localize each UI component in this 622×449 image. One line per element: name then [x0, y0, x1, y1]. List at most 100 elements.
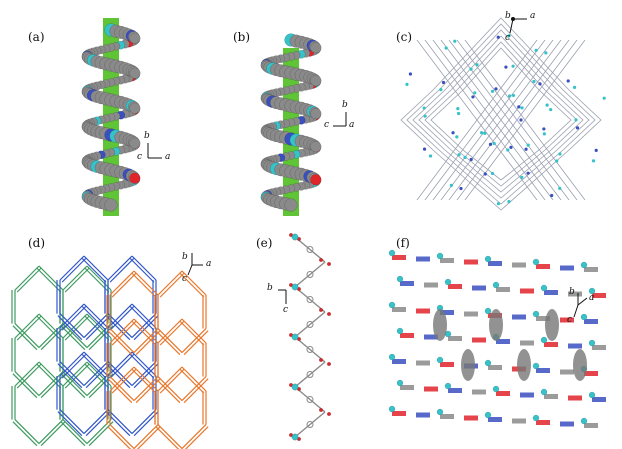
packing-metal	[444, 278, 452, 286]
packing-block	[560, 265, 574, 271]
chain-metal	[291, 233, 299, 241]
chain-oxygen	[326, 261, 332, 267]
net-strut	[133, 366, 159, 392]
packing-block	[536, 368, 550, 373]
helix-atom	[104, 198, 118, 212]
packing-block	[560, 421, 574, 427]
net-strut	[88, 373, 114, 399]
net-strut	[59, 361, 85, 387]
panel-c-axis-triad	[509, 18, 527, 34]
net-strut	[131, 272, 157, 298]
chain-bond	[294, 311, 326, 338]
packing-metal	[540, 284, 548, 292]
net-strut	[111, 272, 137, 298]
net-strut	[136, 426, 161, 449]
net-strut	[157, 270, 183, 296]
packing-block	[568, 343, 582, 349]
panel-a-label: (a)	[28, 30, 45, 44]
net-strut	[157, 328, 183, 354]
packing-metal	[580, 261, 588, 269]
net-strut	[109, 257, 135, 283]
packing-block	[440, 362, 454, 367]
panel-b-axis-b: b	[342, 100, 348, 110]
net-strut	[88, 421, 114, 447]
packing-block	[416, 256, 430, 262]
chain-oxygen	[318, 257, 324, 263]
framework-node	[532, 79, 536, 84]
packing-block	[392, 411, 406, 416]
net-strut	[38, 371, 64, 397]
framework-node	[520, 175, 524, 179]
net-strut	[157, 424, 183, 449]
packing-metal	[484, 307, 492, 315]
panel-e-chain	[288, 232, 332, 442]
packing-ring	[433, 309, 447, 341]
panel-f-packing	[388, 249, 606, 428]
packing-block	[584, 267, 598, 272]
panel-d-axis-b: b	[182, 252, 188, 262]
framework-node	[444, 46, 448, 50]
helix-atom	[129, 32, 141, 44]
chain-oxygen	[318, 307, 324, 313]
helix-atom	[310, 75, 322, 87]
panel-f-packing-figure	[388, 249, 606, 428]
net-strut	[14, 313, 40, 339]
packing-metal	[436, 408, 444, 416]
packing-block	[520, 392, 534, 398]
net-strut	[57, 315, 83, 341]
net-strut	[179, 368, 205, 394]
packing-metal	[388, 249, 396, 257]
chain-bond	[294, 386, 326, 413]
framework-node	[519, 118, 523, 122]
packing-block	[400, 333, 414, 338]
helix-atom	[310, 141, 322, 153]
packing-ring	[461, 349, 475, 381]
net-strut	[60, 373, 86, 399]
net-strut	[183, 330, 209, 356]
net-strut	[62, 265, 88, 291]
framework-node	[572, 85, 577, 89]
net-strut	[107, 303, 133, 329]
net-strut	[107, 378, 133, 404]
packing-block	[488, 417, 502, 422]
framework-node	[517, 105, 521, 109]
net-strut	[133, 318, 159, 344]
framework-node	[534, 48, 538, 52]
framework-strand	[432, 39, 554, 201]
panel-d: (d) b c a	[0, 225, 245, 449]
framework-node	[524, 147, 528, 151]
framework-ring	[418, 35, 584, 193]
net-strut	[133, 328, 159, 354]
packing-ring	[517, 349, 531, 381]
packing-block	[488, 261, 502, 266]
net-strut	[40, 373, 66, 399]
net-strut	[60, 421, 86, 447]
panel-e: (e) b c	[245, 225, 380, 449]
net-strut	[133, 411, 159, 437]
packing-block	[544, 290, 558, 295]
framework-node	[558, 152, 562, 156]
net-strut	[107, 255, 133, 281]
net-strut	[38, 419, 64, 445]
packing-metal	[588, 339, 596, 347]
net-strut	[181, 328, 207, 354]
framework-node	[488, 142, 493, 146]
packing-metal	[532, 414, 540, 422]
net-strut	[83, 361, 109, 387]
chain-oxygen	[326, 411, 332, 417]
framework-strand	[448, 39, 570, 201]
framework-node	[496, 202, 501, 206]
net-strut	[109, 376, 135, 402]
net-strut	[107, 426, 132, 449]
chain-ring	[306, 271, 314, 278]
net-strut	[131, 255, 157, 281]
packing-block	[496, 287, 510, 292]
net-strut	[133, 424, 159, 449]
helix-atom	[284, 198, 298, 212]
panel-d-green-net	[11, 265, 114, 447]
packing-metal	[580, 313, 588, 321]
framework-node	[451, 131, 455, 135]
net-strut	[59, 303, 85, 329]
chain-bond	[294, 236, 326, 263]
chain-metal	[291, 433, 299, 441]
